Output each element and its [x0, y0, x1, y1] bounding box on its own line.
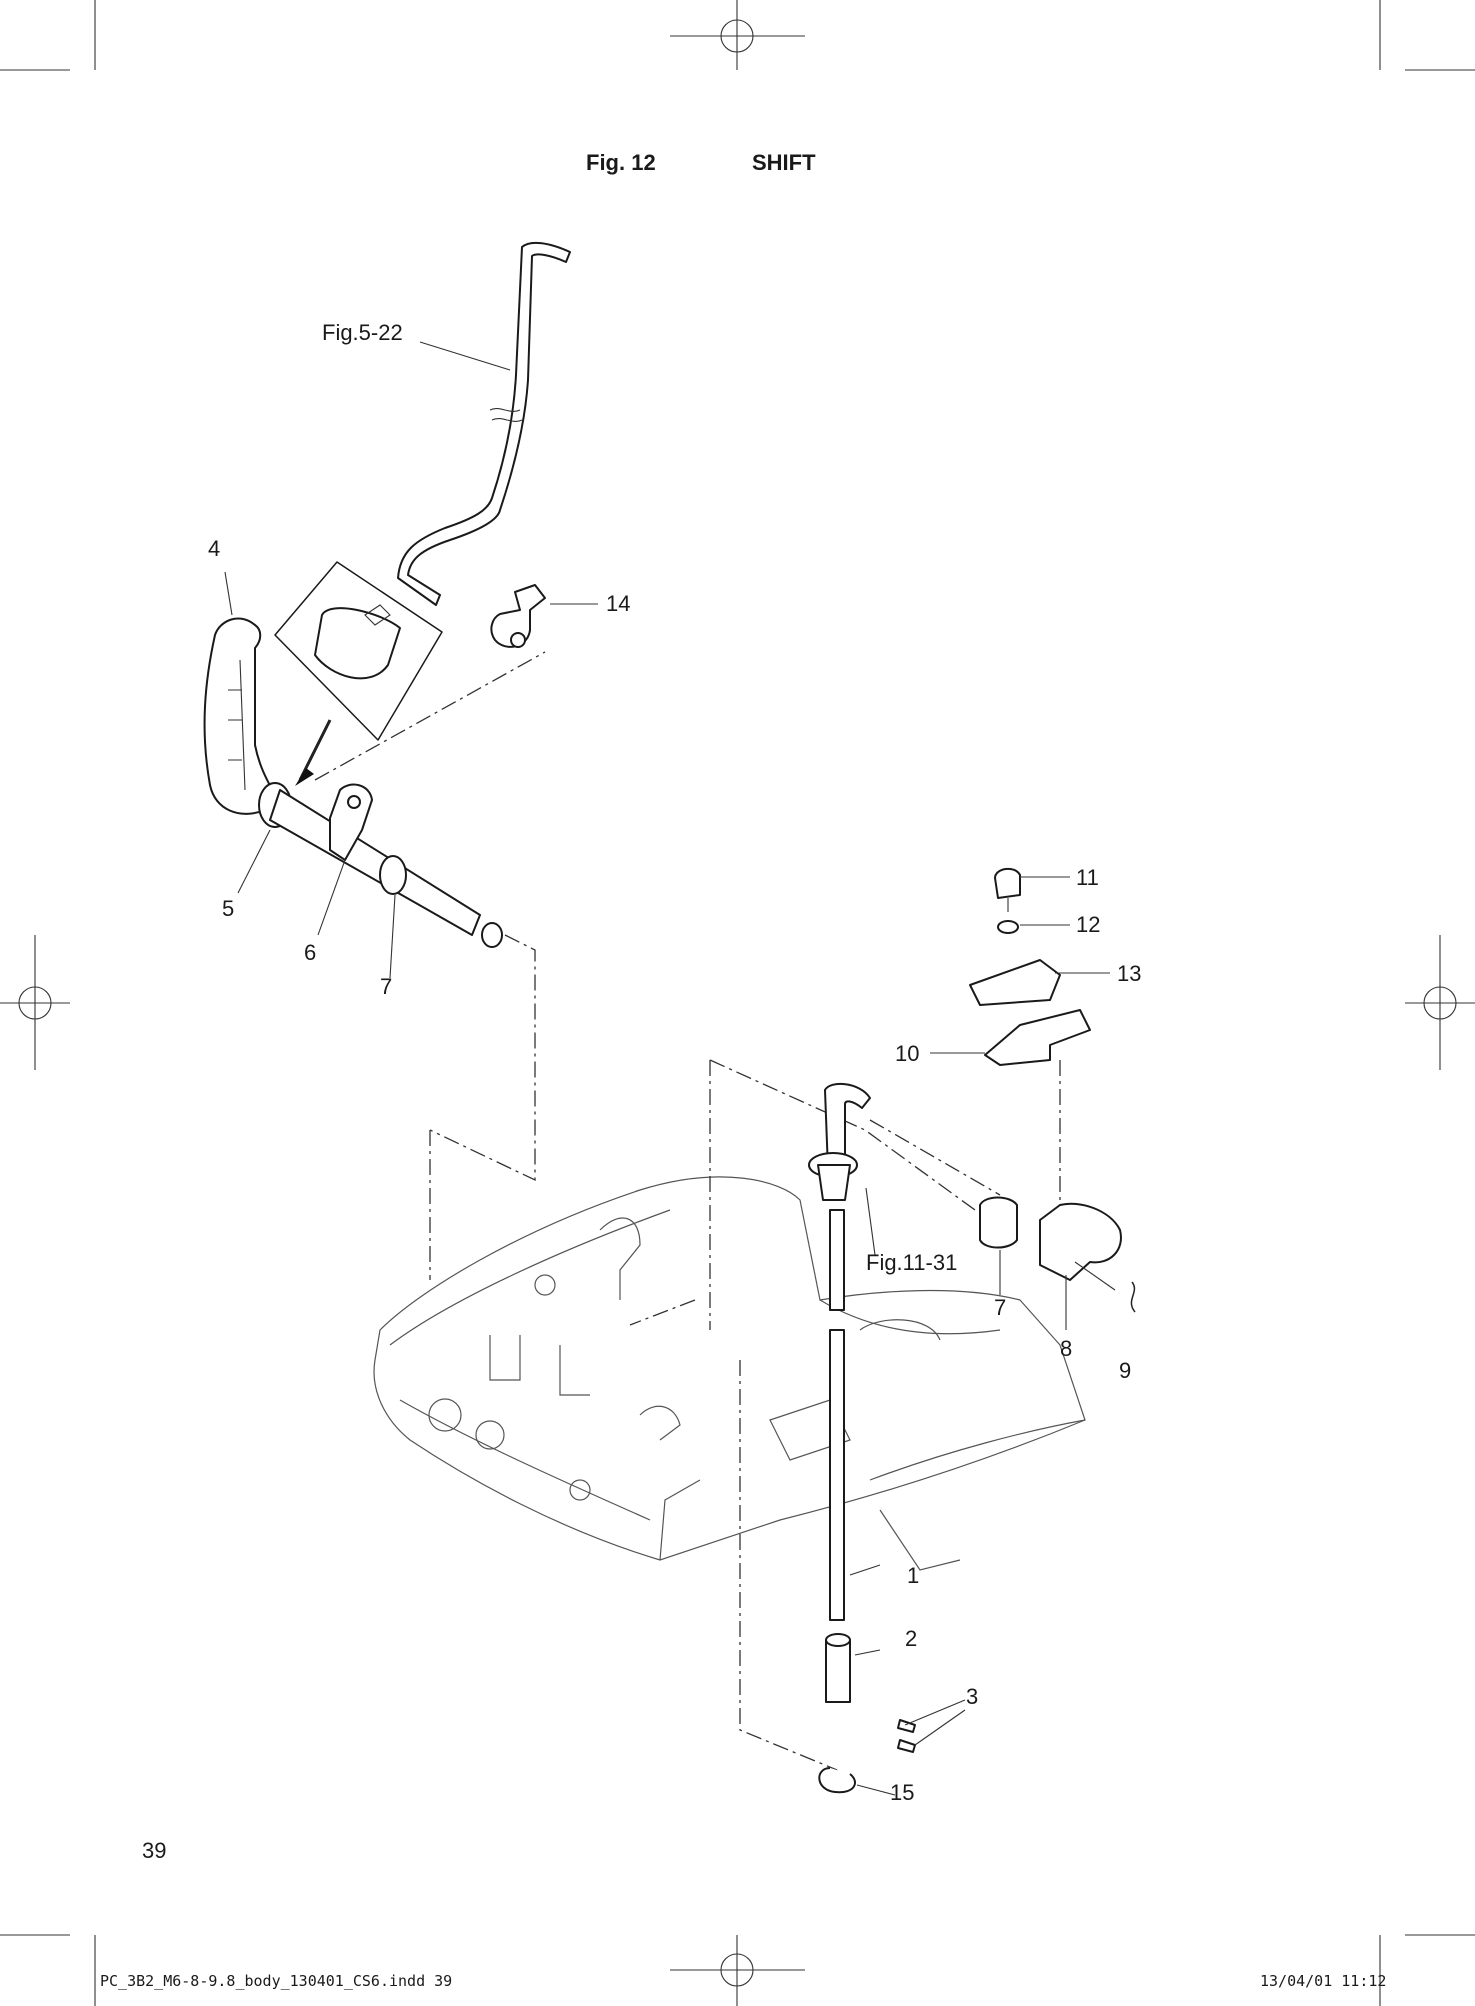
callout-part-15: 15 [890, 1780, 915, 1805]
callout-part-11: 11 [1076, 865, 1099, 890]
shift-rod-upper [397, 241, 571, 606]
callout-part-6: 6 [304, 940, 317, 965]
shift-rod-1 [808, 1082, 916, 1794]
registration-mark-left [0, 935, 70, 1070]
callout-part-5: 5 [222, 896, 235, 921]
shift-lever-14 [490, 584, 546, 648]
callout-part-10: 10 [895, 1041, 920, 1066]
footer-file-info: PC_3B2_M6-8-9.8_body_130401_CS6.indd 39 [100, 1972, 453, 1990]
lower-casing-outline [373, 1176, 1086, 1571]
callout-part-1: 1 [907, 1563, 920, 1588]
registration-mark-top [670, 0, 805, 70]
footer-timestamp: 13/04/01 11:12 [1260, 1972, 1387, 1990]
callout-part-12: 12 [1076, 912, 1101, 937]
figure-number: Fig. 12 [586, 150, 656, 175]
leader-lines [224, 341, 1116, 1796]
figure-title: SHIFT [752, 150, 816, 175]
callout-part-13: 13 [1117, 961, 1142, 986]
shift-shaft-assembly [203, 617, 503, 948]
callout-fig5-22: Fig.5-22 [322, 320, 403, 345]
callout-part-9: 9 [1119, 1358, 1132, 1383]
page-number: 39 [142, 1838, 167, 1863]
callout-part-4: 4 [208, 536, 221, 561]
callout-part-3: 3 [966, 1684, 979, 1709]
callout-part-8: 8 [1060, 1336, 1073, 1361]
shift-cam-parts [979, 1196, 1136, 1313]
registration-mark-right [1405, 935, 1475, 1070]
bracket-parts [969, 867, 1091, 1066]
callout-part-14: 14 [606, 591, 631, 616]
callout-part-7-cam: 7 [994, 1295, 1007, 1320]
callout-fig11-31: Fig.11-31 [866, 1250, 958, 1275]
callout-part-2: 2 [905, 1626, 918, 1651]
assembly-lines [314, 651, 1061, 1785]
registration-mark-bottom [670, 1935, 805, 2006]
detail-inset [274, 561, 443, 786]
callout-part-7-shaft: 7 [380, 974, 393, 999]
